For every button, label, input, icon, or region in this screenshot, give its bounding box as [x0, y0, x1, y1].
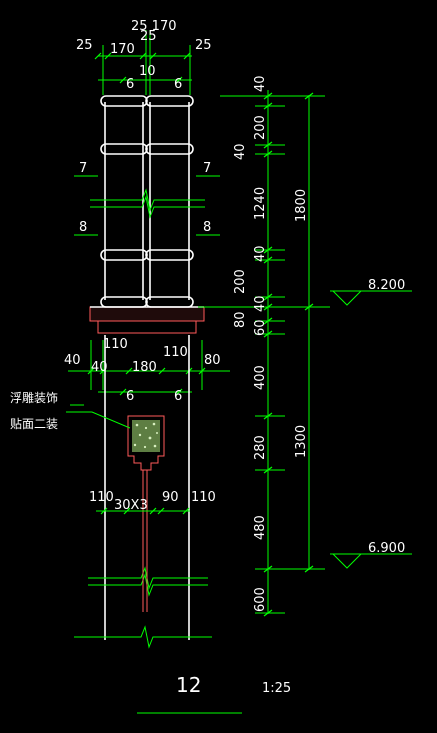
vdim-seg-1: 40 [253, 75, 268, 92]
top-dim-sub-left: 6 [126, 77, 134, 92]
vdim-seg-4: 1240 [253, 187, 268, 220]
top-dimensions: 25 170 25 25 170 10 25 6 6 [76, 19, 212, 95]
ornament-dim-center: 30X3 [114, 498, 148, 513]
vdim-seg-7: 40 [253, 295, 268, 312]
section-mark-7-right: 7 [203, 161, 211, 176]
base-dim-middle: 180 [132, 360, 157, 375]
vdim-seg-8: 80 [233, 311, 248, 328]
base-dim-inner-right: 110 [163, 345, 188, 360]
top-dim-left-edge: 25 [76, 38, 93, 53]
top-dim-inner: 25 [140, 29, 157, 44]
base-dim-sub-left: 6 [126, 389, 134, 404]
vdim-seg-3: 40 [233, 143, 248, 160]
vertical-dimensions: 40 200 40 1240 40 200 40 80 60 400 280 4… [198, 75, 330, 617]
top-dim-sub-right: 6 [174, 77, 182, 92]
ornament-label-line1: 浮雕装饰 [10, 390, 58, 405]
drawing-scale: 1:25 [262, 681, 291, 696]
section-mark-8-right: 8 [203, 220, 211, 235]
vdim-seg-12: 480 [253, 515, 268, 540]
vdim-seg-5: 40 [253, 245, 268, 262]
top-dim-overall: 25 170 [131, 19, 177, 34]
top-dim-right-edge: 25 [195, 38, 212, 53]
vdim-seg-9: 60 [253, 319, 268, 336]
vdim-seg-13: 600 [253, 587, 268, 612]
base-slab [89, 306, 205, 334]
elevation-marker-lower: 6.900 [330, 541, 412, 569]
section-marks: 7 7 8 8 [74, 161, 220, 236]
detail-number: 12 [176, 673, 201, 697]
vdim-total-upper: 1800 [294, 189, 309, 222]
vdim-seg-11: 280 [253, 435, 268, 460]
top-dim-center: 10 [139, 64, 156, 79]
base-dim-center-width: 110 [103, 337, 128, 352]
base-dim-inner-left: 40 [91, 360, 108, 375]
ornament-dim-center-right: 90 [162, 490, 179, 505]
section-mark-8-left: 8 [79, 220, 87, 235]
base-dimensions: 110 40 40 180 110 80 6 6 [64, 337, 230, 404]
elevation-upper-label: 8.200 [368, 278, 405, 293]
base-dim-sub-right: 6 [174, 389, 182, 404]
ornament-dim-right: 110 [191, 490, 216, 505]
vdim-seg-6: 200 [233, 269, 248, 294]
upper-column-pair [90, 95, 205, 308]
elevation-lower-label: 6.900 [368, 541, 405, 556]
vdim-seg-10: 400 [253, 365, 268, 390]
ornament-dim-left: 110 [89, 490, 114, 505]
ornament-label-line2: 贴面二装 [10, 417, 58, 431]
section-mark-7-left: 7 [79, 161, 87, 176]
title-block: 12 1:25 [137, 673, 291, 714]
ornament-dimensions: 110 30X3 90 110 [89, 490, 216, 515]
vdim-seg-2: 200 [253, 115, 268, 140]
vdim-total-lower: 1300 [294, 425, 309, 458]
relief-ornament [66, 404, 165, 612]
base-dim-outer-right: 80 [204, 353, 221, 368]
elevation-marker-upper: 8.200 [330, 278, 412, 306]
base-dim-outer-left: 40 [64, 353, 81, 368]
top-dim-left-width: 170 [110, 42, 135, 57]
